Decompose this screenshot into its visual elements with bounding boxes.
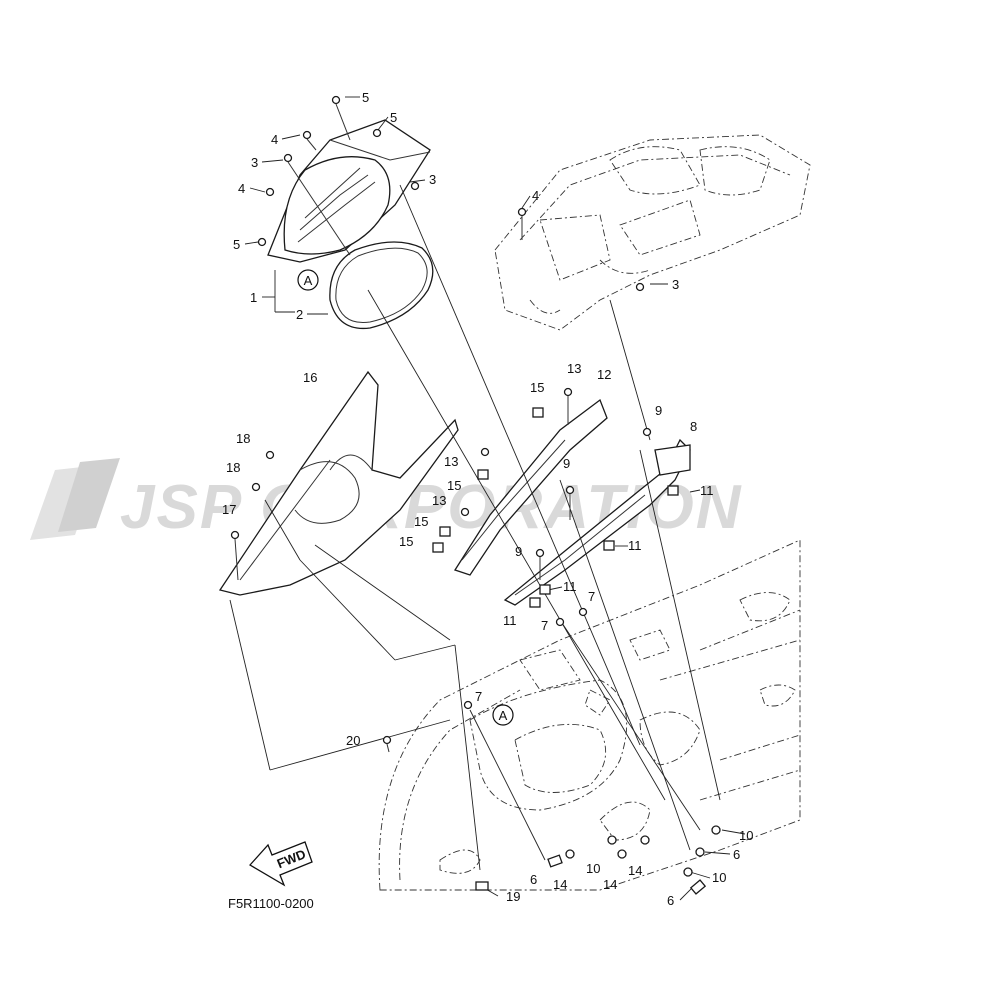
callout-10: 10 — [712, 870, 726, 885]
callout-4: 4 — [532, 188, 539, 203]
callout-5: 5 — [233, 237, 240, 252]
callout-11: 11 — [700, 483, 714, 498]
reference-mark-a-1: A — [297, 269, 319, 291]
callout-7: 7 — [475, 689, 482, 704]
rear-frame — [494, 134, 811, 331]
callout-11: 11 — [628, 538, 642, 553]
callout-11: 11 — [503, 613, 517, 628]
fwd-arrow-icon: FWD — [248, 841, 313, 887]
diagram-code: F5R1100-0200 — [228, 896, 314, 911]
callout-labels: 5 5 4 3 3 4 5 1 2 4 3 16 18 18 17 13 12 … — [222, 90, 753, 908]
center-cover-part-16 — [218, 370, 459, 596]
svg-text:A: A — [499, 708, 508, 723]
callout-15: 15 — [399, 534, 413, 549]
callout-9: 9 — [515, 544, 522, 559]
hardware — [230, 95, 721, 895]
callout-3: 3 — [429, 172, 436, 187]
callout-9: 9 — [655, 403, 662, 418]
callout-6: 6 — [530, 872, 537, 887]
callout-14: 14 — [628, 863, 642, 878]
hull-outline — [378, 539, 801, 891]
callout-18: 18 — [236, 431, 250, 446]
gasket-part-2 — [329, 241, 434, 330]
reference-mark-a-2: A — [492, 704, 514, 726]
svg-text:A: A — [304, 273, 313, 288]
callout-16: 16 — [303, 370, 317, 385]
callout-13: 13 — [432, 493, 446, 508]
callout-4: 4 — [271, 132, 278, 147]
callout-8: 8 — [690, 419, 697, 434]
callout-3: 3 — [251, 155, 258, 170]
callout-17: 17 — [222, 502, 236, 517]
bracket-part-12 — [454, 398, 608, 576]
callout-2: 2 — [296, 307, 303, 322]
callout-15: 15 — [414, 514, 428, 529]
callout-14: 14 — [553, 877, 567, 892]
callout-10: 10 — [739, 828, 753, 843]
callout-3: 3 — [672, 277, 679, 292]
bracket-part-8 — [503, 438, 691, 606]
callout-leaders — [244, 96, 746, 901]
callout-1: 1 — [250, 290, 257, 305]
assembly-lines — [229, 184, 721, 871]
callout-9: 9 — [563, 456, 570, 471]
callout-20: 20 — [346, 733, 360, 748]
callout-13: 13 — [444, 454, 458, 469]
callout-10: 10 — [586, 861, 600, 876]
callout-13: 13 — [567, 361, 581, 376]
callout-11: 11 — [563, 579, 577, 594]
callout-18: 18 — [226, 460, 240, 475]
callout-15: 15 — [530, 380, 544, 395]
rear-cover-part-1 — [267, 119, 431, 263]
callout-7: 7 — [541, 618, 548, 633]
callout-14: 14 — [603, 877, 617, 892]
callout-6: 6 — [667, 893, 674, 908]
callout-12: 12 — [597, 367, 611, 382]
callout-5: 5 — [390, 110, 397, 125]
callout-15: 15 — [447, 478, 461, 493]
callout-7: 7 — [588, 589, 595, 604]
callout-19: 19 — [506, 889, 520, 904]
callout-6: 6 — [733, 847, 740, 862]
callout-4: 4 — [238, 181, 245, 196]
callout-5: 5 — [362, 90, 369, 105]
